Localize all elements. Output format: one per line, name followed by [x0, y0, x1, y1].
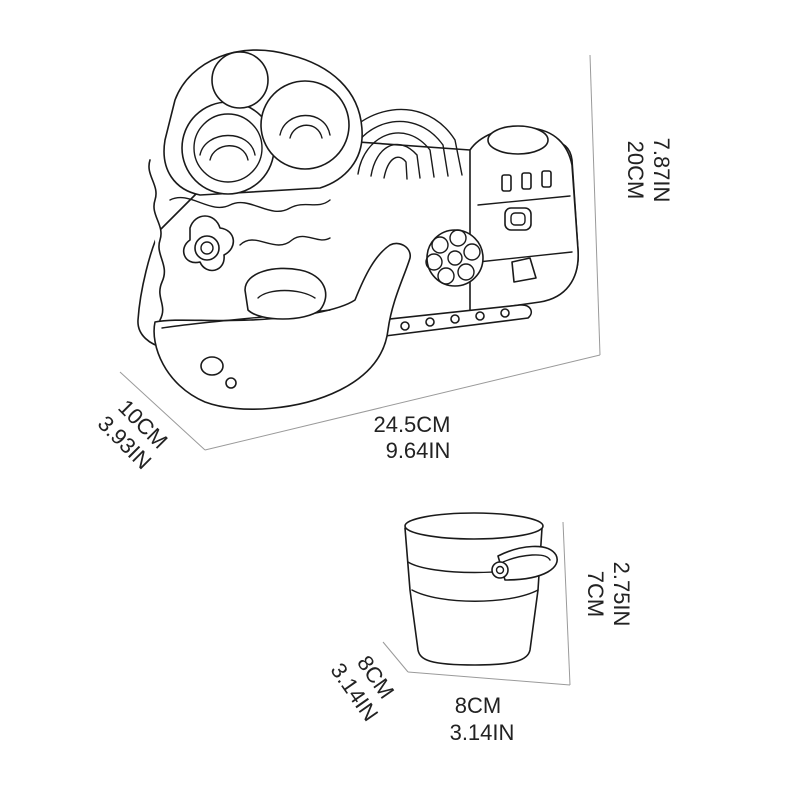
slot-icons — [501, 170, 552, 192]
flower-gear-left — [182, 215, 235, 272]
main-width-cm: 24.5CM — [373, 412, 450, 437]
cup-height-cm: 7CM — [583, 571, 608, 617]
water-cap — [244, 267, 327, 320]
cup-depth-label: 8CM 3.14IN — [326, 651, 400, 726]
main-height-cm: 20CM — [623, 141, 648, 200]
heart-button-icon — [511, 257, 537, 283]
main-width-in: 9.64IN — [386, 438, 451, 463]
right-panel-knob — [487, 125, 549, 155]
cup-rim — [404, 512, 544, 540]
main-height-label: 7.87IN 20CM — [623, 138, 674, 203]
bath-toy-illustration — [137, 49, 579, 410]
flower-gear-center — [425, 229, 484, 287]
cup-illustration — [404, 512, 558, 666]
spinning-wheels — [181, 51, 350, 195]
main-height-in: 7.87IN — [649, 138, 674, 203]
cloud-border — [148, 159, 166, 321]
main-toy-dimension-lines — [119, 54, 601, 451]
cup-width-in: 3.14IN — [450, 720, 515, 745]
cup-dimension-lines — [382, 521, 571, 686]
square-button-icon — [504, 207, 532, 231]
wavy-water-strip — [169, 197, 331, 213]
whale-eye — [200, 356, 224, 376]
cup-height-in: 2.75IN — [609, 562, 634, 627]
rail-bolts — [400, 308, 510, 331]
cup-width-cm: 8CM — [455, 693, 501, 718]
main-depth-label: 10CM 3.93IN — [93, 394, 173, 474]
cup-handle-pin — [491, 561, 509, 579]
cup-height-label: 2.75IN 7CM — [583, 562, 634, 627]
